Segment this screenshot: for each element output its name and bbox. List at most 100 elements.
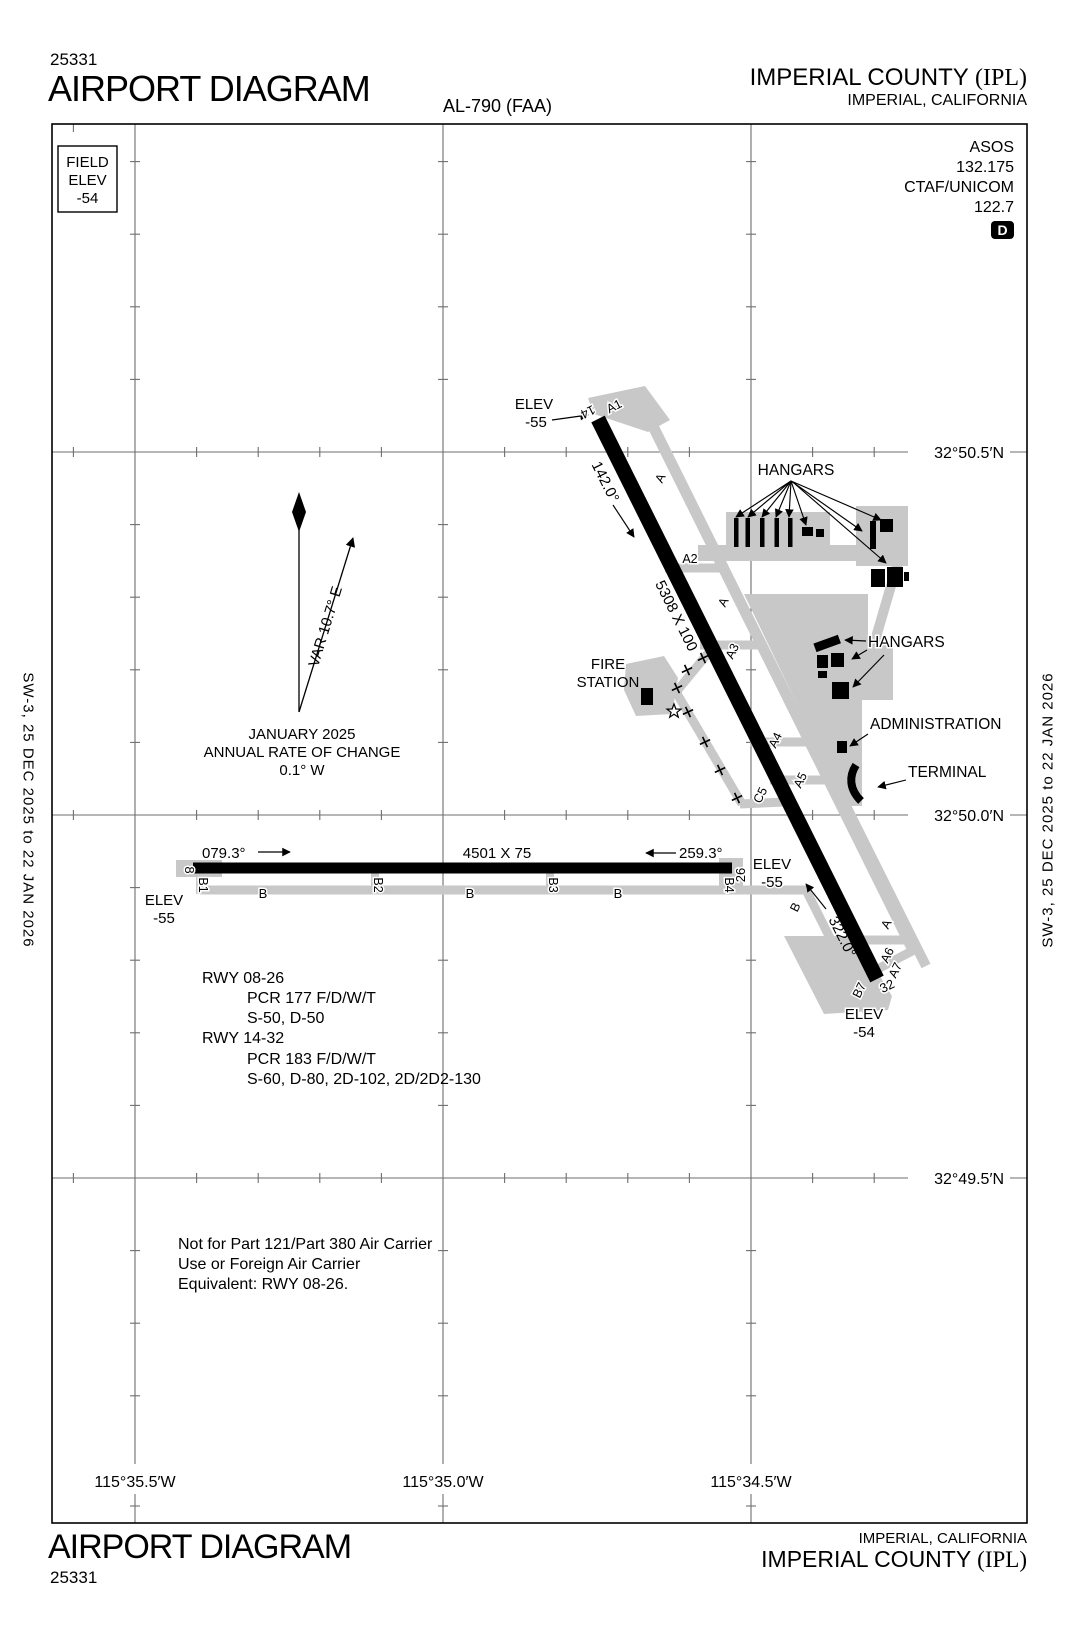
elev14-arrow — [551, 411, 589, 421]
chart-labels: FIELD ELEV -54 ASOS 132.175 CTAF/UNICOM … — [66, 139, 1014, 1491]
asos-label: ASOS — [970, 139, 1014, 156]
runway-14-32 — [591, 415, 884, 983]
north-arrow-icon — [292, 492, 356, 713]
note-line: Equivalent: RWY 08-26. — [178, 1276, 348, 1293]
taxiway-b-label: B — [614, 886, 623, 901]
fire-station-apron — [624, 656, 678, 716]
hangars-arrow — [785, 480, 794, 518]
runway-08-number: 8 — [182, 866, 197, 873]
hangar-building — [745, 518, 750, 547]
elev-value: -55 — [153, 910, 175, 927]
note-line: Not for Part 121/Part 380 Air Carrier — [178, 1236, 433, 1253]
taxiway-b-label: B — [787, 900, 803, 914]
airport-name-header: IMPERIAL COUNTY (IPL) — [750, 64, 1027, 92]
field-elev-line1: FIELD — [66, 154, 109, 171]
note-line: Use or Foreign Air Carrier — [178, 1256, 361, 1273]
fire-station-building — [641, 688, 653, 705]
d-symbol-letter: D — [997, 222, 1007, 238]
buildings — [641, 518, 909, 753]
hangar-building — [880, 519, 893, 532]
runway-data-line: PCR 183 F/D/W/T — [247, 1051, 376, 1068]
airport-code-text: (IPL) — [977, 1547, 1027, 1572]
runway-26-number: 26 — [733, 868, 748, 882]
taxiway-a5-label: A5 — [791, 770, 810, 790]
longitude-label: 115°35.5′W — [94, 1474, 176, 1491]
runway-data-line: RWY 08-26 — [202, 970, 284, 987]
taxiway-b7-stub — [854, 978, 876, 996]
hangar-building — [818, 671, 827, 678]
closed-taxiway-x-icon — [697, 652, 709, 664]
closed-taxiway-x-icon — [714, 764, 726, 776]
runway-data-line: S-50, D-50 — [247, 1010, 324, 1027]
city-state-footer: IMPERIAL, CALIFORNIA — [858, 1530, 1027, 1547]
hangars-arrow — [735, 480, 792, 518]
runway-data-line: PCR 177 F/D/W/T — [247, 990, 376, 1007]
chart-border — [51, 123, 1028, 1524]
elev-label: ELEV — [753, 856, 791, 873]
hangars-arrow — [761, 480, 792, 518]
variation-arrow — [298, 537, 356, 713]
compass-rate-value: 0.1° W — [279, 762, 325, 779]
taxiway-b3-label: B3 — [546, 877, 560, 892]
elev-label: ELEV — [515, 396, 553, 413]
hangars2-arrow — [851, 649, 868, 660]
compass-rate-label: ANNUAL RATE OF CHANGE — [204, 744, 401, 761]
east-parallel-taxilane — [841, 803, 931, 969]
closed-taxiway-x-icon — [731, 792, 743, 804]
administration-label: ADMINISTRATION — [870, 716, 1001, 733]
variation-label: VAR 10.7° E — [305, 584, 346, 669]
hangars-arrow — [747, 480, 792, 518]
taxiway-b4-label: B4 — [722, 877, 736, 892]
closed-taxiway-x-icon — [681, 664, 693, 676]
hangar-building — [904, 572, 909, 581]
page-title: AIRPORT DIAGRAM — [48, 68, 371, 109]
taxiway-b-label: B — [466, 886, 475, 901]
hangars-arrow — [790, 480, 882, 521]
runway-data-line: RWY 14-32 — [202, 1030, 284, 1047]
fire-station-label-line1: FIRE — [591, 656, 625, 673]
city-state-header: IMPERIAL, CALIFORNIA — [847, 92, 1027, 109]
hangar-building — [802, 527, 813, 536]
compass-date: JANUARY 2025 — [248, 726, 355, 743]
closed-taxiway-x-marks — [671, 652, 743, 804]
airport-code-text: (IPL) — [975, 65, 1027, 91]
d-symbol-icon — [991, 221, 1014, 239]
closed-taxiway-x-icon — [682, 706, 694, 718]
heading14-arrow — [612, 504, 635, 538]
hangar-building — [870, 521, 876, 549]
chart-number-bottom: 25331 — [50, 1568, 98, 1587]
hangar-taxilane — [698, 545, 908, 561]
hangar-building — [734, 518, 739, 547]
hangar-building — [817, 655, 828, 668]
latitude-label: 32°50.0′N — [934, 808, 1004, 825]
fire-station-label-line2: STATION — [577, 674, 640, 691]
hangar-building — [831, 653, 844, 667]
hangar-building — [760, 518, 765, 547]
taxiway-a-label: A — [652, 471, 669, 485]
closed-taxiway-x-icon — [671, 682, 683, 694]
terminal-arrow — [877, 779, 907, 790]
hangar-building — [813, 634, 841, 653]
main-apron — [744, 594, 893, 806]
procedure-code: AL-790 (FAA) — [443, 96, 553, 116]
closed-taxiway-x-icon — [699, 736, 711, 748]
terminal-building — [847, 762, 864, 804]
elev-value: -55 — [525, 414, 547, 431]
airport-name-text: IMPERIAL COUNTY — [761, 1546, 971, 1572]
graticule — [52, 124, 1027, 1523]
taxiway-b-label: B — [259, 886, 268, 901]
taxiways-aprons — [176, 386, 908, 1014]
elev-value: -54 — [853, 1024, 875, 1041]
heading32-arrow — [805, 883, 827, 910]
administration-arrow — [849, 733, 869, 747]
hangar-building — [871, 569, 885, 587]
east-hangar-apron — [856, 506, 908, 566]
latitude-label: 32°49.5′N — [934, 1171, 1004, 1188]
hangars-label: HANGARS — [758, 462, 835, 479]
beacon-star-icon — [665, 702, 683, 719]
hangars-label: HANGARS — [868, 634, 945, 651]
ctaf-label: CTAF/UNICOM — [904, 179, 1014, 196]
field-elev-line2: ELEV — [68, 172, 106, 189]
hangars-arrow — [790, 480, 863, 532]
